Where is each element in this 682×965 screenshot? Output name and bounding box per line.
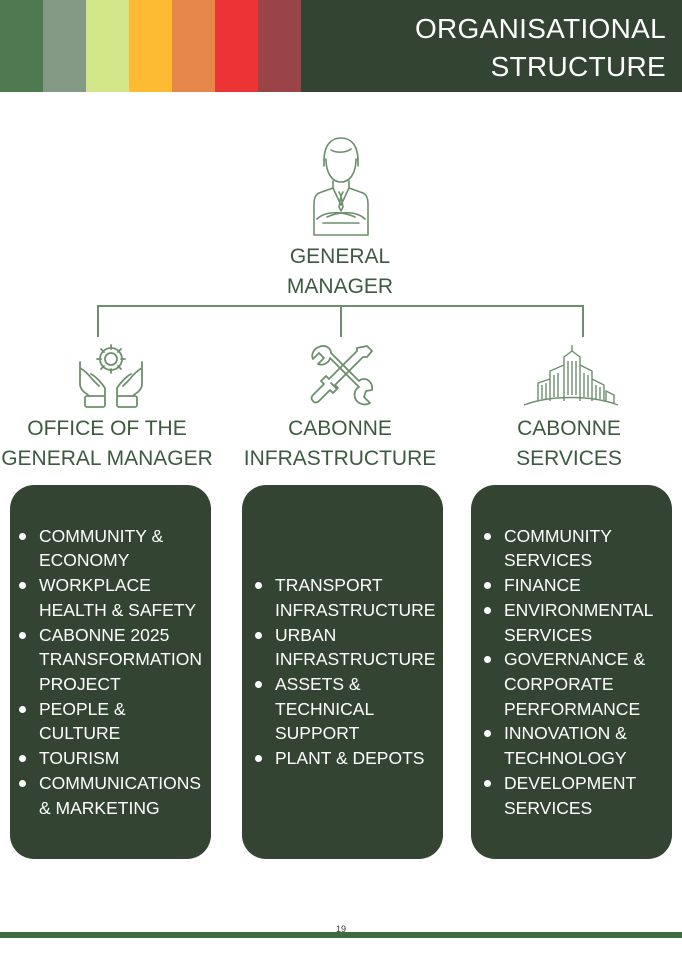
hands-gear-icon <box>77 340 145 415</box>
department-list: COMMUNITY SERVICES FINANCE ENVIRONMENTAL… <box>471 524 654 820</box>
department-title-infrastructure: CABONNE INFRASTRUCTURE <box>238 414 442 474</box>
department-box-services: COMMUNITY SERVICES FINANCE ENVIRONMENTAL… <box>471 485 672 859</box>
page-title: ORGANISATIONAL STRUCTURE <box>415 10 666 86</box>
department-box-infrastructure: TRANSPORT INFRASTRUCTURE URBAN INFRASTRU… <box>242 485 443 859</box>
list-item: COMMUNICATIONS & MARKETING <box>19 771 205 820</box>
color-swatch-4 <box>129 0 172 92</box>
page-title-line2: STRUCTURE <box>490 51 666 82</box>
connector-left <box>97 305 99 337</box>
list-item: URBAN INFRASTRUCTURE <box>255 623 435 672</box>
department-title-line2: GENERAL MANAGER <box>1 447 213 470</box>
department-title-services: CABONNE SERVICES <box>469 414 669 474</box>
city-buildings-icon <box>520 343 622 412</box>
department-list: COMMUNITY & ECONOMY WORKPLACE HEALTH & S… <box>10 524 205 820</box>
list-item: TOURISM <box>19 746 205 771</box>
list-item: GOVERNANCE & CORPORATE PERFORMANCE <box>484 647 654 721</box>
general-manager-title-line2: MANAGER <box>286 275 394 298</box>
color-swatch-3 <box>86 0 129 92</box>
list-item: PLANT & DEPOTS <box>255 746 429 771</box>
department-title-line2: INFRASTRUCTURE <box>243 447 437 470</box>
list-item: DEVELOPMENT SERVICES <box>484 771 654 820</box>
list-item: ENVIRONMENTAL SERVICES <box>484 598 654 647</box>
list-item: WORKPLACE HEALTH & SAFETY <box>19 573 205 622</box>
list-item: ASSETS & TECHNICAL SUPPORT <box>255 672 429 746</box>
list-item: INNOVATION & TECHNOLOGY <box>484 721 654 770</box>
color-swatch-5 <box>172 0 215 92</box>
page-title-line1: ORGANISATIONAL <box>414 13 666 44</box>
businessman-icon <box>311 135 371 244</box>
list-item: FINANCE <box>484 573 654 598</box>
color-swatch-6 <box>215 0 258 92</box>
department-title-line1: OFFICE OF THE <box>27 417 187 440</box>
department-title-line1: CABONNE <box>288 417 392 440</box>
header-banner: ORGANISATIONAL STRUCTURE <box>0 0 682 92</box>
list-item: TRANSPORT INFRASTRUCTURE <box>255 573 435 622</box>
department-list: TRANSPORT INFRASTRUCTURE URBAN INFRASTRU… <box>242 573 435 771</box>
color-swatch-7 <box>258 0 301 92</box>
color-swatch-1 <box>0 0 43 92</box>
department-title-line2: SERVICES <box>516 447 622 470</box>
department-box-office: COMMUNITY & ECONOMY WORKPLACE HEALTH & S… <box>10 485 211 859</box>
list-item: COMMUNITY & ECONOMY <box>19 524 205 573</box>
list-item: CABONNE 2025 TRANSFORMATION PROJECT <box>19 623 205 697</box>
department-title-line1: CABONNE <box>517 417 621 440</box>
list-item: PEOPLE & CULTURE <box>19 697 205 746</box>
general-manager-title: GENERAL MANAGER <box>240 242 440 302</box>
wrench-screwdriver-icon <box>309 343 375 414</box>
department-title-office: OFFICE OF THE GENERAL MANAGER <box>0 414 214 474</box>
general-manager-title-line1: GENERAL <box>289 245 391 268</box>
color-swatch-2 <box>43 0 86 92</box>
page-number: 19 <box>335 924 346 934</box>
list-item: COMMUNITY SERVICES <box>484 524 654 573</box>
footer-bar <box>0 932 682 938</box>
connector-center <box>340 305 342 337</box>
connector-right <box>582 305 584 337</box>
